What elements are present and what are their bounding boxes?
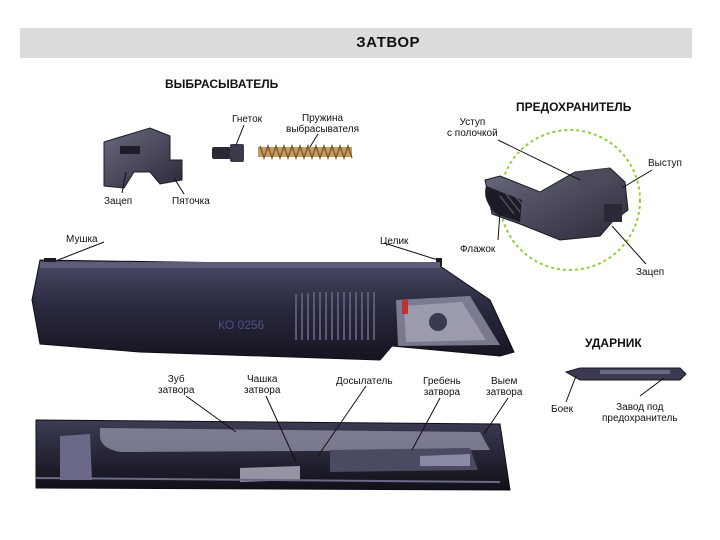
label-slide-ridge-line2: затвора [423,387,461,398]
plunger-part [212,144,244,162]
label-safety-notch-line2: предохранитель [602,413,678,424]
slide-exterior [32,258,514,360]
ejector-part [104,128,182,188]
label-slide-recess-line1: Выем [486,376,522,387]
label-spring-line2: выбрасывателя [286,124,359,135]
slide-marking: КО 0256 [218,318,265,332]
label-slide-ridge: Гребень затвора [423,376,461,398]
label-rear-sight: Целик [380,236,408,247]
label-ejector-hook: Зацеп [104,196,132,207]
label-slide-tooth-line1: Зуб [158,374,194,385]
label-front-sight: Мушка [66,234,98,245]
label-heel: Пяточка [172,196,210,207]
safety-lever [485,130,640,270]
label-rammer: Досылатель [336,376,393,387]
label-safety-hook: Зацеп [636,267,664,278]
label-slide-recess: Выем затвора [486,376,522,398]
label-slide-tooth: Зуб затвора [158,374,194,396]
label-slide-recess-line2: затвора [486,387,522,398]
label-bolt-face: Чашка затвора [244,374,280,396]
section-title-striker: УДАРНИК [585,336,642,350]
label-ledge-line1: Уступ [447,117,498,128]
label-spring-line1: Пружина [286,113,359,124]
label-bolt-face-line1: Чашка [244,374,280,385]
label-firing-pin: Боек [551,404,573,415]
ejector-spring [258,146,352,158]
label-flag: Флажок [460,244,495,255]
slide-interior [36,420,510,490]
section-title-safety: ПРЕДОХРАНИТЕЛЬ [516,100,631,114]
striker-part [566,368,686,380]
label-plunger: Гнеток [232,114,262,125]
label-ledge-line2: с полочкой [447,128,498,139]
label-safety-notch: Завод под предохранитель [602,402,678,424]
label-spring: Пружина выбрасывателя [286,113,359,135]
label-ledge: Уступ с полочкой [447,117,498,139]
label-bolt-face-line2: затвора [244,385,280,396]
label-safety-notch-line1: Завод под [602,402,678,413]
label-slide-tooth-line2: затвора [158,385,194,396]
label-projection: Выступ [648,158,682,169]
label-slide-ridge-line1: Гребень [423,376,461,387]
section-title-ejector: ВЫБРАСЫВАТЕЛЬ [165,77,278,91]
